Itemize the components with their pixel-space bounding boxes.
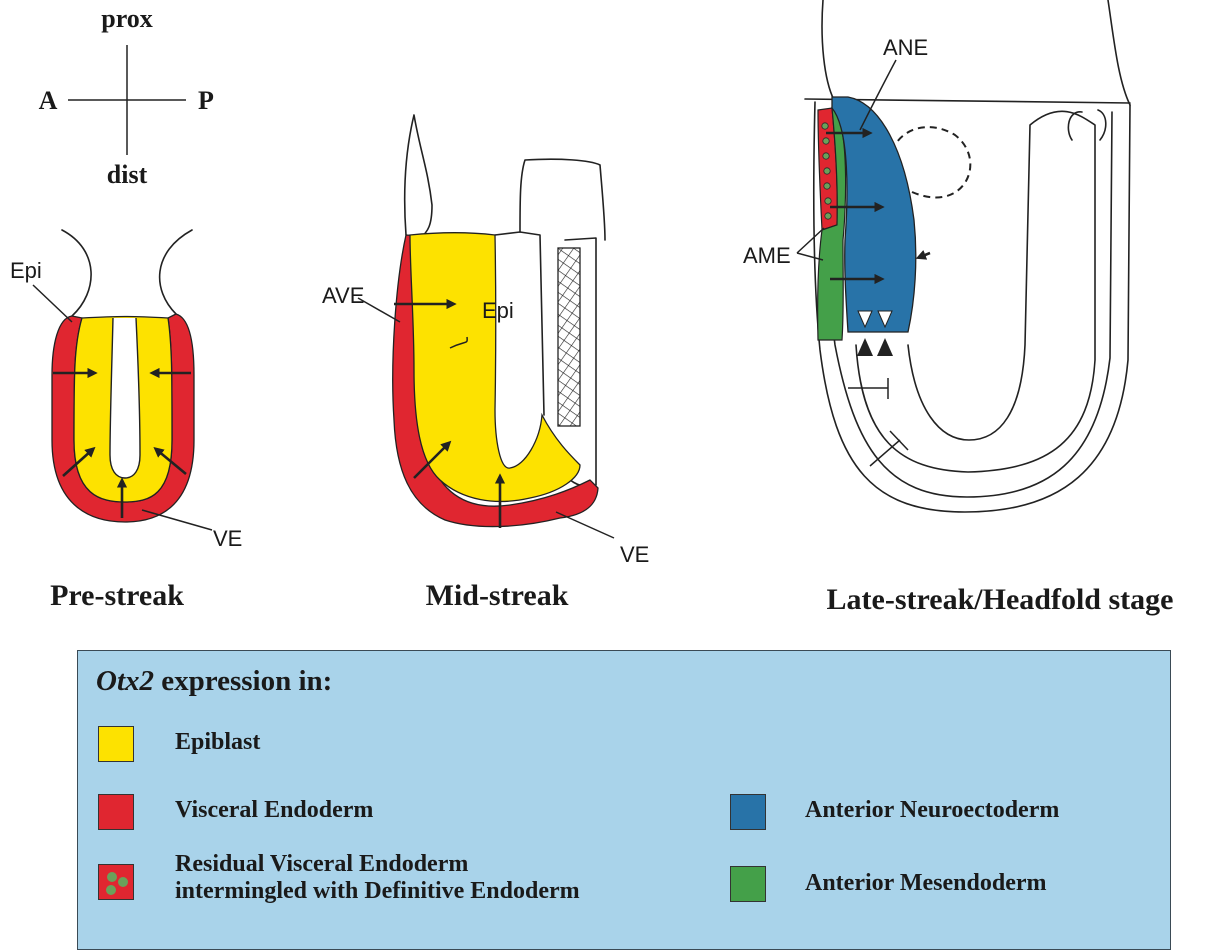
late-ame-label: AME — [743, 243, 791, 268]
axis-prox-label: prox — [101, 4, 153, 33]
mesendoderm-swatch — [730, 866, 766, 902]
mid-streak-embryo: AVE Epi VE — [322, 115, 649, 567]
legend-panel: Otx2 expression in: Epiblast Visceral En… — [77, 650, 1171, 950]
epiblast-swatch — [98, 726, 134, 762]
axis-compass: prox dist A P — [39, 4, 214, 189]
late-streak-embryo: ANE AME — [743, 0, 1130, 512]
mid-epiblast — [410, 233, 580, 502]
legend-title-gene: Otx2 — [96, 665, 154, 697]
residual-dots-icon — [99, 865, 133, 899]
black-arrowhead-left — [857, 338, 873, 356]
axis-dist-label: dist — [107, 160, 148, 189]
black-arrowhead-right — [877, 338, 893, 356]
pre-epi-label: Epi — [10, 258, 42, 283]
axis-a-label: A — [39, 86, 58, 115]
legend-residual-line1: Residual Visceral Endoderm — [175, 851, 468, 878]
pre-streak-embryo: Epi VE — [10, 230, 242, 551]
pre-ve-label: VE — [213, 526, 242, 551]
legend-mesendo-label: Anterior Mesendoderm — [805, 870, 1047, 897]
mid-epi-label: Epi — [482, 298, 514, 323]
legend-residual-line2: intermingled with Definitive Endoderm — [175, 878, 580, 905]
legend-title-rest: expression in: — [154, 665, 332, 697]
stage-late-streak-title: Late-streak/Headfold stage — [827, 583, 1174, 616]
mid-ave-label: AVE — [322, 283, 364, 308]
legend-neuro-label: Anterior Neuroectoderm — [805, 797, 1059, 824]
mid-primitive-streak-hatch — [558, 248, 580, 426]
residual-ve-swatch — [98, 864, 134, 900]
stage-mid-streak-title: Mid-streak — [426, 579, 569, 612]
mid-ve-label: VE — [620, 542, 649, 567]
late-ane-label: ANE — [883, 35, 928, 60]
visceral-endoderm-swatch — [98, 794, 134, 830]
stage-pre-streak-title: Pre-streak — [50, 579, 184, 612]
neuroectoderm-swatch — [730, 794, 766, 830]
legend-ve-label: Visceral Endoderm — [175, 797, 373, 824]
legend-epiblast-label: Epiblast — [175, 729, 260, 756]
axis-p-label: P — [198, 86, 214, 115]
legend-title: Otx2 expression in: — [96, 665, 332, 698]
